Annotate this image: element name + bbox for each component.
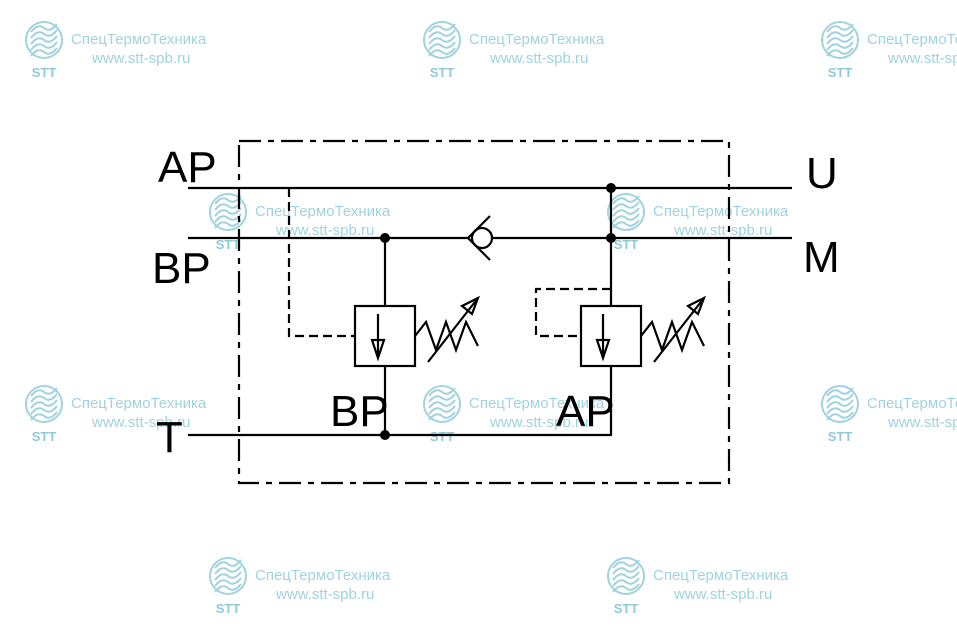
stt-logo-icon xyxy=(607,557,645,595)
watermark-company: СпецТермоТехника xyxy=(653,203,789,220)
watermark: STT СпецТермоТехника www.stt-spb.ru xyxy=(607,193,789,252)
relief-valve-a xyxy=(579,295,707,368)
pilot-line-a xyxy=(534,287,611,338)
spring-icon xyxy=(414,318,479,354)
relief-valve-b xyxy=(353,295,481,368)
watermark-logo-text: STT xyxy=(216,237,241,252)
junction-dot xyxy=(606,183,616,193)
watermark-company: СпецТермоТехника xyxy=(469,31,605,48)
watermark-company: СпецТермоТехника xyxy=(469,395,605,412)
junction-dot xyxy=(380,233,390,243)
port-label-ap: AP xyxy=(158,143,217,192)
stt-logo-icon xyxy=(607,193,645,231)
stt-logo-icon xyxy=(821,21,859,59)
watermark-logo-text: STT xyxy=(216,601,241,616)
valve-label-ap: AP xyxy=(556,387,615,436)
watermark-company: СпецТермоТехника xyxy=(867,31,957,48)
watermark: STT СпецТермоТехника www.stt-spb.ru xyxy=(607,557,789,616)
valve-block-boundary xyxy=(237,139,731,485)
watermark-company: СпецТермоТехника xyxy=(71,31,207,48)
valve-label-bp: BP xyxy=(330,387,389,436)
junction-dot xyxy=(380,430,390,440)
stt-logo-icon xyxy=(25,21,63,59)
spring-icon xyxy=(640,318,705,354)
stt-logo-icon xyxy=(423,21,461,59)
watermark-url: www.stt-spb.ru xyxy=(489,414,588,431)
watermark-company: СпецТермоТехника xyxy=(71,395,207,412)
watermark-logo-text: STT xyxy=(614,237,639,252)
watermark: STT СпецТермоТехника www.stt-spb.ru xyxy=(423,385,605,444)
check-valve-icon xyxy=(466,215,494,261)
watermark: STT СпецТермоТехника www.stt-spb.ru xyxy=(821,385,957,444)
port-label-m: M xyxy=(803,233,840,282)
watermark: STT СпецТермоТехника www.stt-spb.ru xyxy=(423,21,605,80)
watermark: STT СпецТермоТехника www.stt-spb.ru xyxy=(821,21,957,80)
watermark-url: www.stt-spb.ru xyxy=(275,222,374,239)
watermark-url: www.stt-spb.ru xyxy=(91,414,190,431)
watermark-logo-text: STT xyxy=(430,65,455,80)
watermark-company: СпецТермоТехника xyxy=(255,567,391,584)
watermark: STT СпецТермоТехника www.stt-spb.ru xyxy=(25,385,207,444)
port-label-t: T xyxy=(156,413,183,462)
port-label-u: U xyxy=(806,149,838,198)
junction-dot xyxy=(606,233,616,243)
watermark: STT СпецТермоТехника www.stt-spb.ru xyxy=(209,557,391,616)
watermark-url: www.stt-spb.ru xyxy=(673,222,772,239)
watermark-logo-text: STT xyxy=(614,601,639,616)
watermark-company: СпецТермоТехника xyxy=(653,567,789,584)
pilot-line-b xyxy=(287,188,355,338)
watermark-url: www.stt-spb.ru xyxy=(673,586,772,603)
watermark-url: www.stt-spb.ru xyxy=(887,50,957,67)
watermark-layer: STTСпецТермоТехникаwww.stt-spb.ruSTTСпец… xyxy=(25,21,957,616)
stt-logo-icon xyxy=(25,385,63,423)
stt-logo-icon xyxy=(821,385,859,423)
watermark-url: www.stt-spb.ru xyxy=(887,414,957,431)
stt-logo-icon xyxy=(209,193,247,231)
watermark-logo-text: STT xyxy=(430,429,455,444)
stt-logo-icon xyxy=(209,557,247,595)
watermark-logo-text: STT xyxy=(828,429,853,444)
watermark-logo-text: STT xyxy=(32,429,57,444)
watermark-url: www.stt-spb.ru xyxy=(275,586,374,603)
watermark-url: www.stt-spb.ru xyxy=(91,50,190,67)
watermark-logo-text: STT xyxy=(32,65,57,80)
watermark-logo-text: STT xyxy=(828,65,853,80)
stt-logo-icon xyxy=(423,385,461,423)
watermark: STT СпецТермоТехника www.stt-spb.ru xyxy=(209,193,391,252)
watermark-company: СпецТермоТехника xyxy=(255,203,391,220)
watermark-url: www.stt-spb.ru xyxy=(489,50,588,67)
watermark: STT СпецТермоТехника www.stt-spb.ru xyxy=(25,21,207,80)
watermark-company: СпецТермоТехника xyxy=(867,395,957,412)
port-label-bp: BP xyxy=(152,244,211,293)
